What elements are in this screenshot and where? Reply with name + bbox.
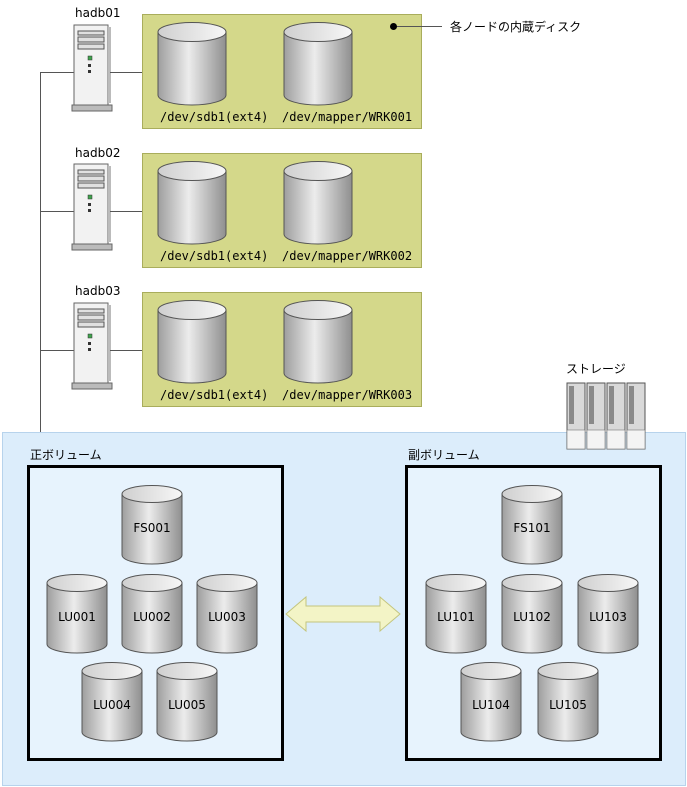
lu-volume: LU003 bbox=[196, 574, 258, 654]
lu-volume: LU101 bbox=[425, 574, 487, 654]
lu-volume: LU105 bbox=[537, 662, 599, 742]
node-box-link bbox=[110, 72, 142, 73]
lu-volume: LU001 bbox=[46, 574, 108, 654]
network-branch bbox=[40, 350, 74, 351]
disk-cylinder bbox=[157, 300, 227, 384]
fs-volume: FS001 bbox=[121, 485, 183, 565]
volume-label: FS001 bbox=[133, 521, 171, 535]
node-box-link bbox=[110, 350, 142, 351]
lu-volume: LU002 bbox=[121, 574, 183, 654]
volume-label: LU102 bbox=[513, 610, 551, 624]
node-box-link bbox=[110, 211, 142, 212]
disk-label: /dev/mapper/WRK003 bbox=[282, 388, 413, 402]
volume-label: LU005 bbox=[168, 698, 206, 712]
disk-cylinder bbox=[283, 161, 353, 245]
secondary-volume-title: 副ボリューム bbox=[408, 448, 480, 462]
storage-label: ストレージ bbox=[566, 362, 626, 376]
disk-label: /dev/sdb1(ext4) bbox=[160, 249, 269, 263]
disk-cylinder bbox=[283, 22, 353, 106]
server-icon bbox=[71, 302, 113, 390]
storage-array-icon bbox=[566, 382, 646, 450]
disk-label: /dev/mapper/WRK001 bbox=[282, 110, 413, 124]
replication-arrow bbox=[285, 595, 401, 633]
callout-line bbox=[394, 26, 442, 27]
volume-label: LU001 bbox=[58, 610, 96, 624]
disk-label: /dev/mapper/WRK002 bbox=[282, 249, 413, 263]
lu-volume: LU004 bbox=[81, 662, 143, 742]
lu-volume: LU005 bbox=[156, 662, 218, 742]
volume-label: LU104 bbox=[472, 698, 510, 712]
volume-label: FS101 bbox=[513, 521, 551, 535]
network-branch bbox=[40, 211, 74, 212]
volume-label: LU004 bbox=[93, 698, 131, 712]
fs-volume: FS101 bbox=[501, 485, 563, 565]
server-icon bbox=[71, 163, 113, 251]
disk-label: /dev/sdb1(ext4) bbox=[160, 388, 269, 402]
lu-volume: LU103 bbox=[577, 574, 639, 654]
disk-cylinder bbox=[157, 161, 227, 245]
primary-volume-title: 正ボリューム bbox=[30, 448, 102, 462]
node-name: hadb02 bbox=[75, 146, 121, 160]
node-name: hadb03 bbox=[75, 284, 121, 298]
callout-label: 各ノードの内蔵ディスク bbox=[450, 20, 582, 34]
volume-label: LU002 bbox=[133, 610, 171, 624]
callout-dot bbox=[390, 23, 397, 30]
volume-label: LU103 bbox=[589, 610, 627, 624]
disk-label: /dev/sdb1(ext4) bbox=[160, 110, 269, 124]
server-icon bbox=[71, 24, 113, 112]
disk-cylinder bbox=[157, 22, 227, 106]
network-line bbox=[40, 72, 41, 434]
volume-label: LU101 bbox=[437, 610, 475, 624]
volume-label: LU003 bbox=[208, 610, 246, 624]
lu-volume: LU104 bbox=[460, 662, 522, 742]
node-name: hadb01 bbox=[75, 6, 121, 20]
network-branch bbox=[40, 72, 74, 73]
volume-label: LU105 bbox=[549, 698, 587, 712]
lu-volume: LU102 bbox=[501, 574, 563, 654]
disk-cylinder bbox=[283, 300, 353, 384]
